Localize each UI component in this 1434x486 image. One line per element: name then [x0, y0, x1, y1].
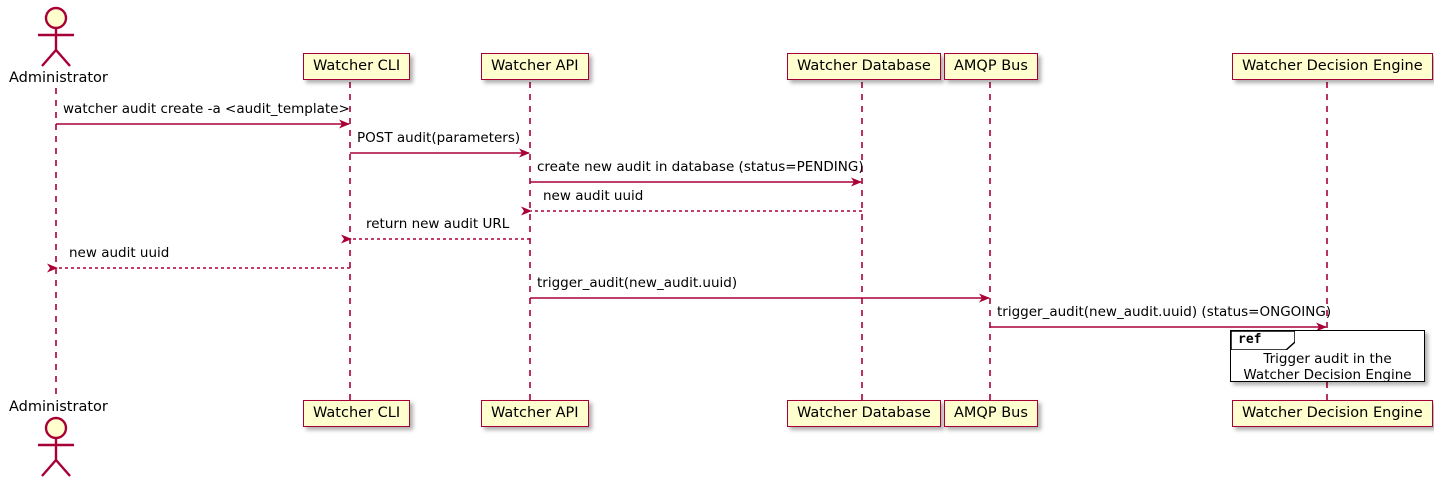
participant-label: Watcher Decision Engine — [1242, 58, 1423, 75]
actor-label-administrator-bottom: Administrator — [9, 399, 108, 415]
participant-box-watcher-api-bottom[interactable]: Watcher API — [481, 400, 589, 427]
message-label-2: POST audit(parameters) — [357, 130, 521, 146]
actor-administrator-top — [38, 6, 74, 67]
participant-box-watcher-decision-engine-bottom[interactable]: Watcher Decision Engine — [1232, 400, 1433, 427]
ref-tab-shape — [1231, 331, 1295, 350]
ref-body-line-2: Watcher Decision Engine — [1243, 367, 1412, 383]
ref-body: Trigger audit in the Watcher Decision En… — [1231, 351, 1424, 383]
participant-box-watcher-api-top[interactable]: Watcher API — [481, 53, 589, 80]
participant-label: Watcher API — [491, 58, 579, 75]
actor-administrator-bottom — [38, 416, 74, 477]
actor-label-text: Administrator — [9, 399, 108, 415]
ref-body-line-1: Trigger audit in the — [1263, 351, 1392, 367]
lifelines — [55, 82, 1328, 400]
participant-label: Watcher Database — [797, 405, 931, 422]
message-label-1: watcher audit create -a <audit_template> — [63, 101, 350, 117]
participant-box-watcher-cli-bottom[interactable]: Watcher CLI — [303, 400, 411, 427]
message-label-3: create new audit in database (status=PEN… — [537, 159, 864, 175]
participant-label: Watcher Database — [797, 58, 931, 75]
participant-label: Watcher CLI — [313, 58, 401, 75]
participant-label: Watcher CLI — [313, 405, 401, 422]
ref-fragment: ref Trigger audit in the Watcher Decisio… — [1230, 330, 1425, 383]
actor-label-text: Administrator — [9, 70, 108, 86]
message-label-8: trigger_audit(new_audit.uuid) (status=ON… — [997, 304, 1332, 320]
message-label-7: trigger_audit(new_audit.uuid) — [537, 275, 738, 291]
participant-box-watcher-database-bottom[interactable]: Watcher Database — [787, 400, 941, 427]
actor-label-administrator-top: Administrator — [9, 70, 108, 86]
participant-box-watcher-decision-engine-top[interactable]: Watcher Decision Engine — [1232, 53, 1433, 80]
message-arrows — [47, 119, 1327, 332]
ref-tab-label: ref — [1238, 332, 1262, 347]
participant-box-watcher-cli-top[interactable]: Watcher CLI — [303, 53, 411, 80]
participant-label: Watcher API — [491, 405, 579, 422]
participant-label: Watcher Decision Engine — [1242, 405, 1423, 422]
participant-box-amqp-bus-bottom[interactable]: AMQP Bus — [944, 400, 1038, 427]
message-label-4: new audit uuid — [543, 188, 644, 204]
participant-label: AMQP Bus — [954, 405, 1028, 422]
participant-box-amqp-bus-top[interactable]: AMQP Bus — [944, 53, 1038, 80]
participant-box-watcher-database-top[interactable]: Watcher Database — [787, 53, 941, 80]
message-label-5: return new audit URL — [366, 216, 510, 232]
participant-label: AMQP Bus — [954, 58, 1028, 75]
message-label-6: new audit uuid — [69, 245, 170, 261]
